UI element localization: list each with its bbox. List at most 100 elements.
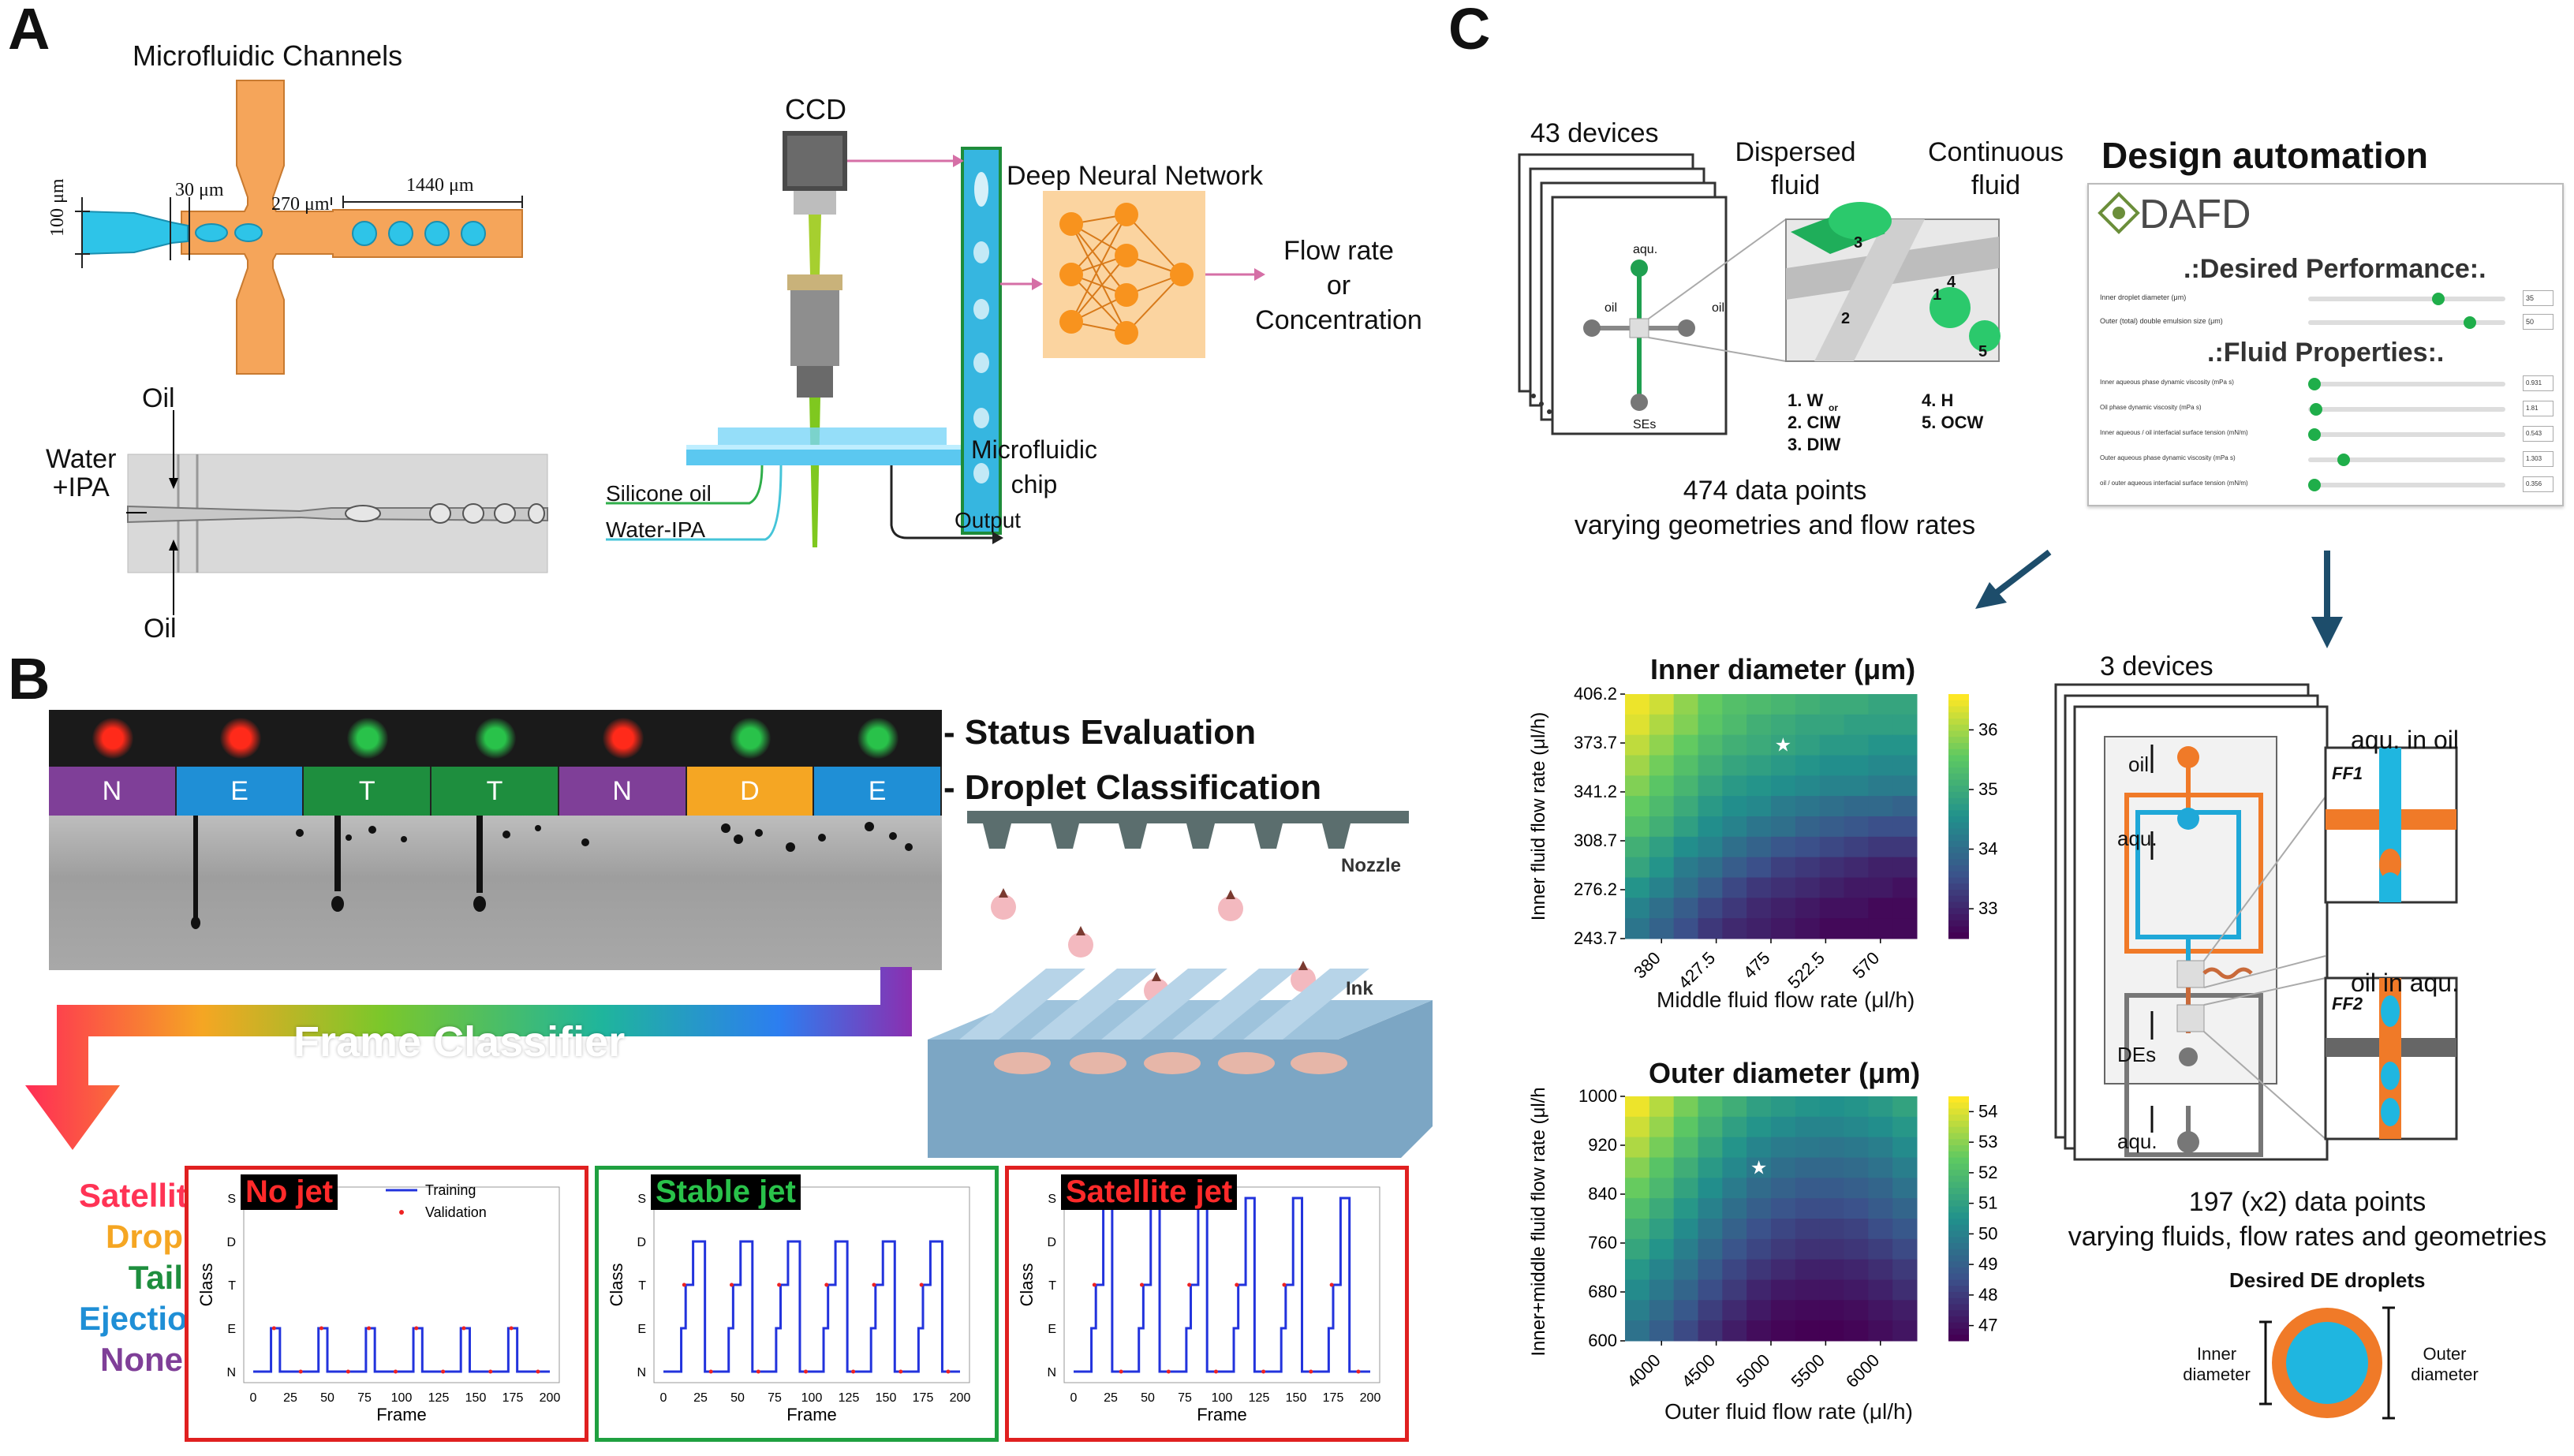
colorbar-segment: [1948, 1157, 1969, 1164]
x-tick-label: 100: [1212, 1391, 1233, 1405]
heatmap-cell: [1649, 1259, 1675, 1280]
optimum-star-marker: ★: [1775, 735, 1792, 756]
slider-knob[interactable]: [2307, 378, 2321, 390]
heatmap-cell: [1771, 857, 1796, 878]
heatmap-cell: [1722, 1137, 1747, 1158]
heatmap-cell: [1771, 1137, 1796, 1158]
heatmap-cell: [1844, 898, 1869, 919]
heatmap-cell: [1892, 796, 1918, 817]
heatmap-cell: [1868, 734, 1893, 756]
slider-knob[interactable]: [2337, 454, 2350, 466]
validation-point: [1166, 1369, 1171, 1374]
heatmap-cell: [1722, 898, 1747, 919]
heatmap-cell: [1649, 1178, 1675, 1199]
heatmap-cell: [1747, 1178, 1772, 1199]
heatmap-cell: [1722, 1096, 1747, 1118]
legend-validation-label: Validation: [425, 1204, 487, 1220]
heatmap-cell: [1673, 775, 1698, 797]
slider-value-input[interactable]: 1.81: [2523, 401, 2553, 416]
x-tick-label: 5500: [1788, 1350, 1829, 1391]
colorbar-segment: [1948, 902, 1969, 909]
heatmap-cell: [1722, 918, 1747, 939]
heatmap-cell: [1747, 877, 1772, 898]
status-cell: E: [814, 767, 940, 816]
heatmap-cell: [1698, 816, 1723, 838]
plot-title: Satellite jet: [1061, 1174, 1238, 1210]
slider-track[interactable]: [2308, 297, 2505, 301]
slider-track[interactable]: [2308, 432, 2505, 437]
oil-top-label: Oil: [142, 383, 175, 413]
slider-value-input[interactable]: 1.303: [2523, 451, 2553, 467]
heatmap-cell: [1892, 1157, 1918, 1178]
svg-text:5: 5: [1978, 343, 1987, 360]
slider-track[interactable]: [2308, 382, 2505, 386]
device-stack-3: [2054, 683, 2458, 1161]
colorbar-segment: [1948, 1249, 1969, 1256]
slider-label: Oil phase dynamic viscosity (mPa s): [2100, 404, 2202, 411]
plot-frame: [243, 1186, 560, 1383]
colorbar-segment: [1948, 914, 1969, 921]
validation-point: [461, 1326, 466, 1331]
water-ipa-label: Water +IPA: [46, 444, 117, 502]
heatmap-cell: [1747, 1279, 1772, 1301]
slider-track[interactable]: [2308, 407, 2505, 412]
colorbar-segment: [1948, 1096, 1969, 1103]
slider-knob[interactable]: [2464, 316, 2476, 329]
colorbar-segment: [1948, 767, 1969, 775]
dafd-logo-icon: [2098, 192, 2140, 234]
slider-knob[interactable]: [2307, 479, 2321, 491]
heatmap-cell: [1771, 1157, 1796, 1178]
plot-title: No jet: [241, 1174, 338, 1210]
design-automation-title: Design automation: [2101, 135, 2429, 176]
heatmap-cell: [1892, 1096, 1918, 1118]
heatmap-cell: [1625, 918, 1650, 939]
heatmap-cell: [1649, 694, 1675, 715]
heatmap-cell: [1625, 1116, 1650, 1138]
status-cell: E: [176, 767, 303, 816]
heatmap-cell: [1868, 1137, 1893, 1158]
x-tick-label: 475: [1739, 948, 1774, 983]
slider-knob[interactable]: [2307, 428, 2321, 441]
slider-knob[interactable]: [2310, 403, 2322, 416]
colorbar-segment: [1948, 883, 1969, 890]
x-tick-label: 50: [730, 1391, 745, 1405]
heatmap-cell: [1771, 1238, 1796, 1260]
y-tick-label: E: [637, 1323, 646, 1336]
heatmap-cell: [1673, 734, 1698, 756]
heatmap-cell: [1625, 796, 1650, 817]
slider-track[interactable]: [2308, 483, 2505, 487]
validation-point: [708, 1369, 713, 1374]
slider-value-input[interactable]: 50: [2523, 314, 2553, 330]
heatmap-cell: [1625, 775, 1650, 797]
colorbar-segment: [1948, 1224, 1969, 1231]
x-tick-label: 125: [839, 1391, 860, 1405]
colorbar-segment: [1948, 1151, 1969, 1158]
heatmap-cell: [1868, 836, 1893, 858]
x-axis-label: Frame: [1197, 1405, 1247, 1424]
colorbar-segment: [1948, 841, 1969, 848]
datapoints-474-label: 474 data points varying geometries and f…: [1574, 476, 1976, 540]
x-tick-label: 150: [876, 1391, 897, 1405]
x-axis-label: Frame: [376, 1405, 427, 1424]
heatmap-cell: [1649, 755, 1675, 776]
colorbar-segment: [1948, 694, 1969, 701]
heatmap-cell: [1747, 1137, 1772, 1158]
slider-track[interactable]: [2308, 320, 2505, 325]
slider-value-input[interactable]: 0.543: [2523, 426, 2553, 442]
slider-knob[interactable]: [2432, 293, 2445, 305]
slider-value-input[interactable]: 0.356: [2523, 476, 2553, 492]
validation-point: [441, 1369, 446, 1374]
dim-1440-label: 1440 μm: [406, 175, 474, 196]
colorbar-tick-label: 49: [1978, 1254, 1997, 1274]
heatmap-cell: [1819, 796, 1844, 817]
heatmap-cell: [1795, 1219, 1821, 1240]
slider-value-input[interactable]: 35: [2523, 290, 2553, 306]
slider-value-input[interactable]: 0.931: [2523, 375, 2553, 391]
heatmap-cell: [1819, 836, 1844, 858]
colorbar-segment: [1948, 773, 1969, 780]
slider-track[interactable]: [2308, 457, 2505, 462]
colorbar-segment: [1948, 1219, 1969, 1226]
